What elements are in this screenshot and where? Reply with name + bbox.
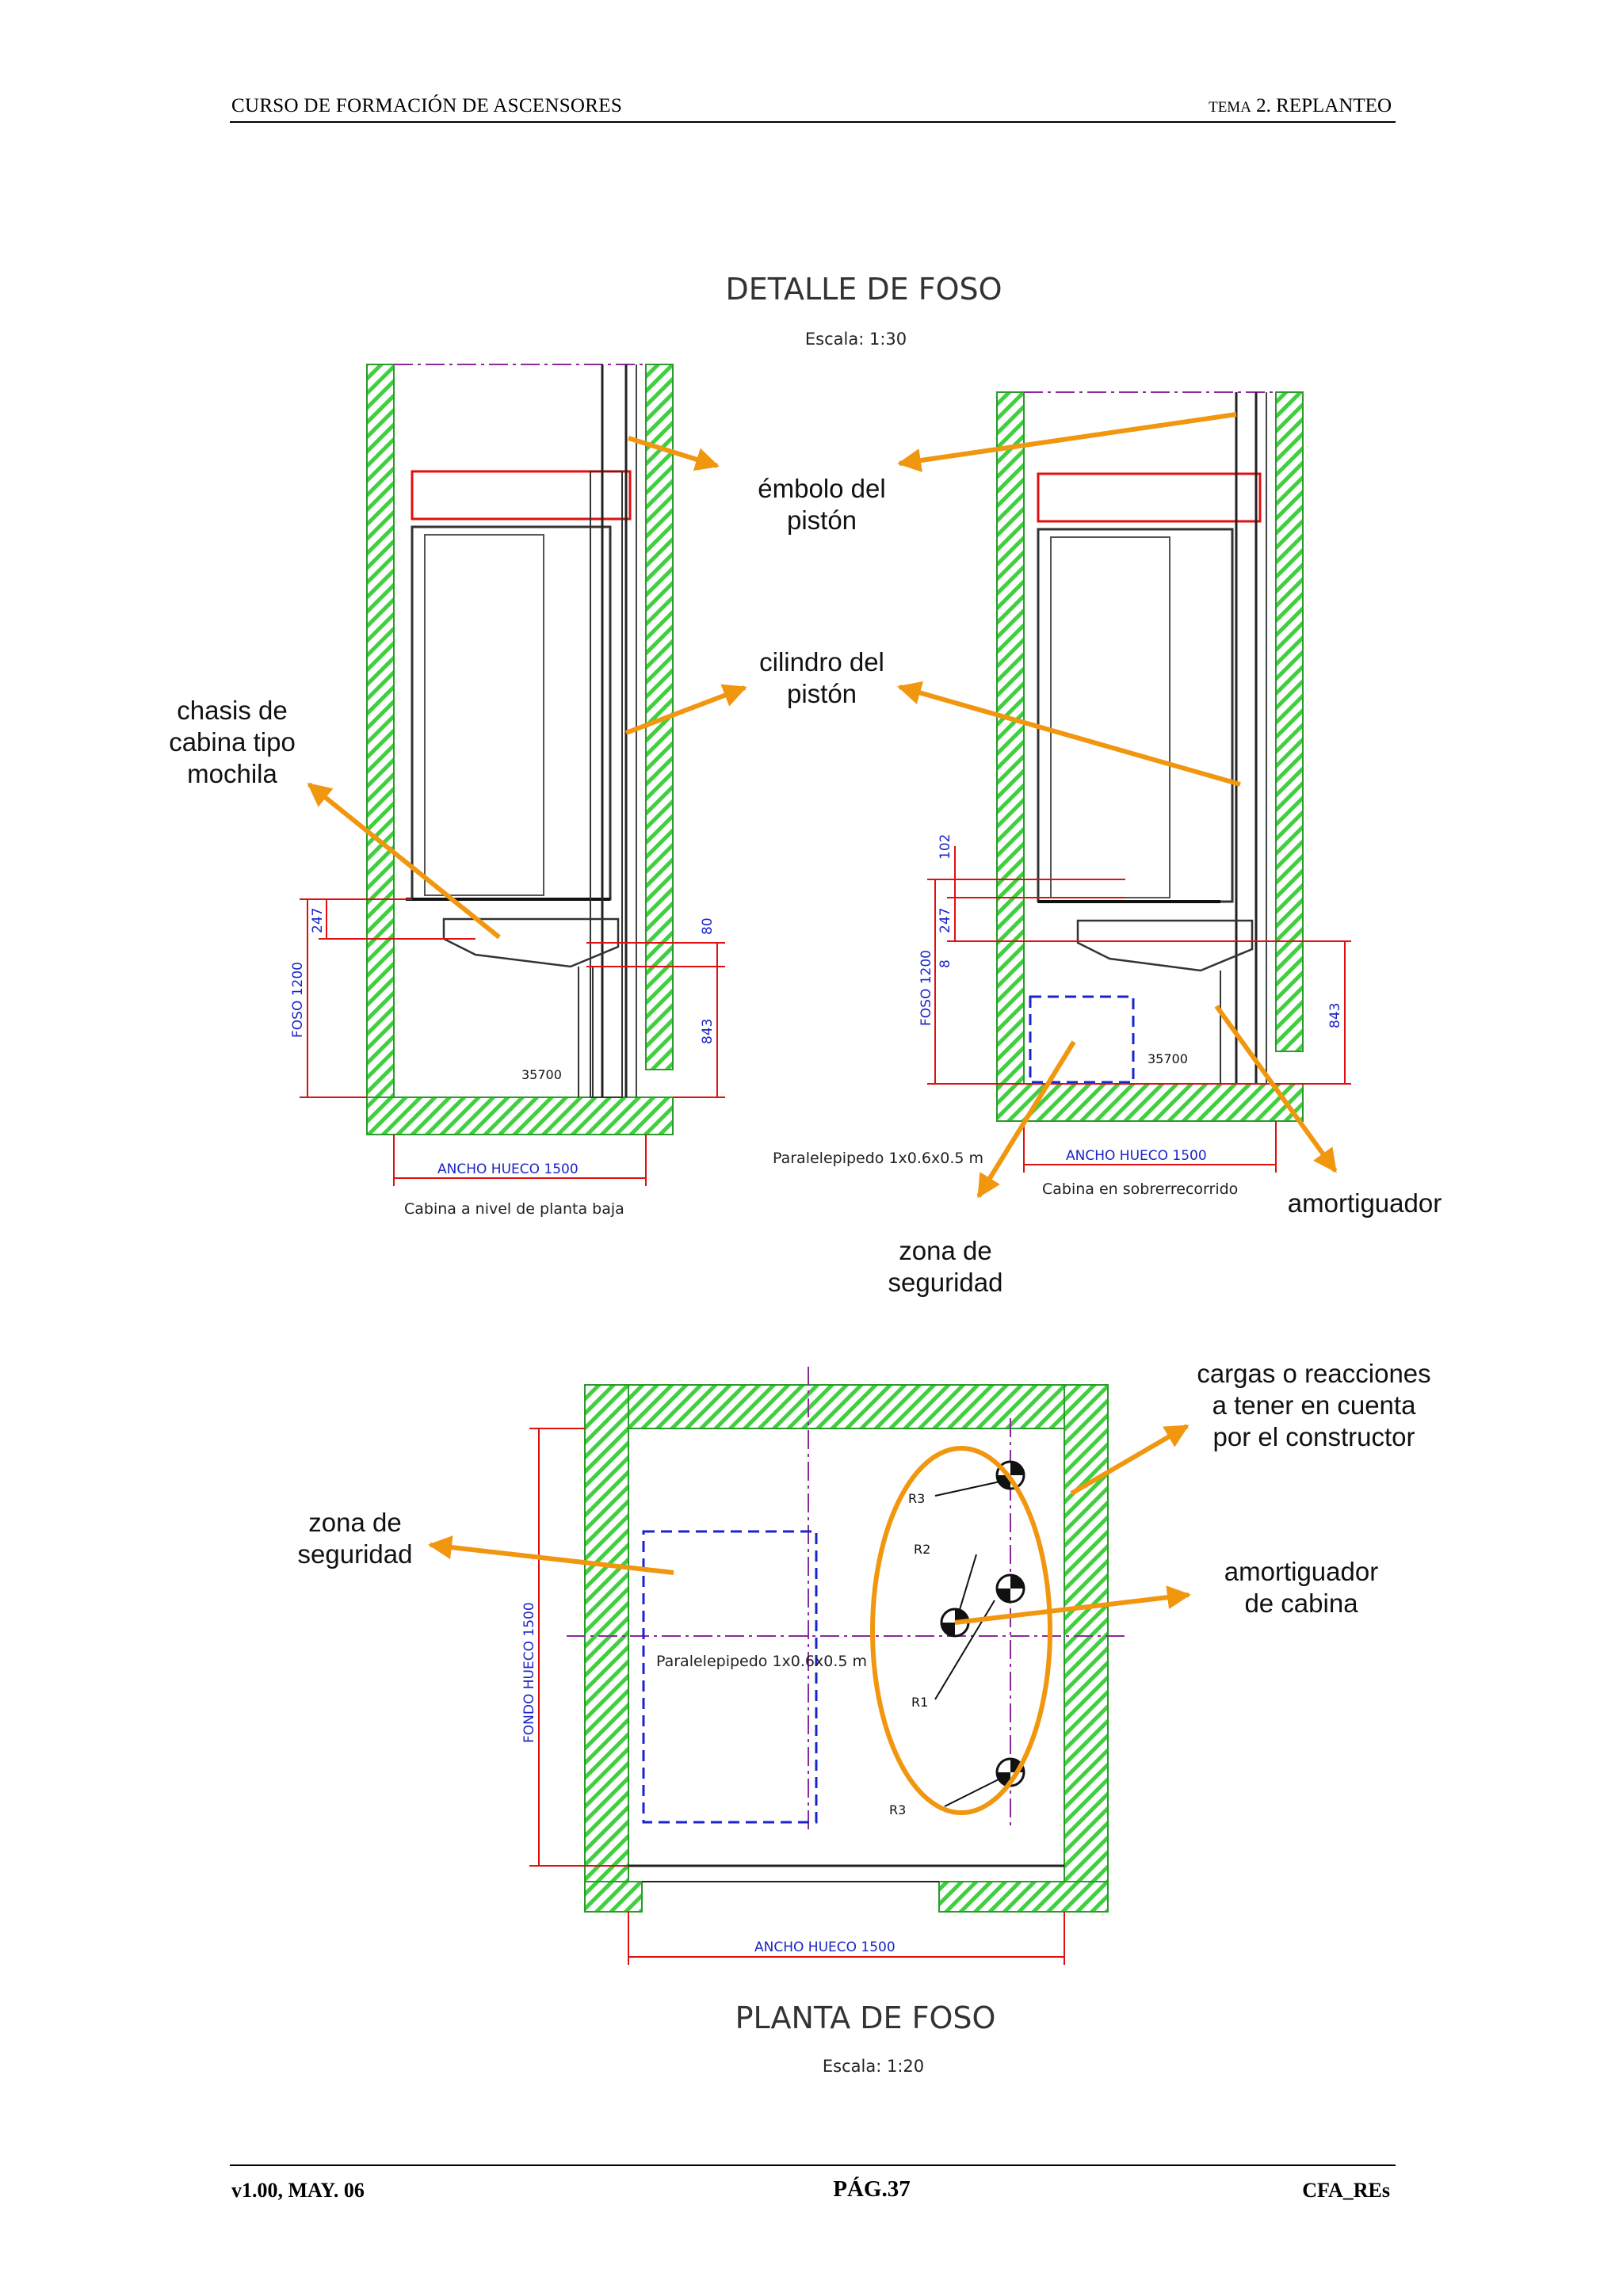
arrow-cilindro-left	[624, 684, 747, 735]
plan-view: Paralelepipedo 1x0.6x0.5 m R3 R2 R1	[521, 1367, 1125, 1965]
right-caption: Cabina en sobrerrecorrido	[1042, 1180, 1238, 1198]
plan-wall-left	[584, 1384, 629, 1913]
plan-wall-right	[1064, 1384, 1109, 1913]
footer-page-number: PÁG.37	[833, 2176, 911, 2202]
leader-r3-top	[934, 1481, 1001, 1497]
arrow-embolo-right	[897, 412, 1237, 472]
right-dim-102-text: 102	[938, 834, 953, 860]
annot-cilindro-line1: cilindro del	[759, 647, 884, 677]
leader-r2	[958, 1554, 977, 1613]
right-car-inner	[1050, 536, 1170, 898]
left-dim-foso-text: FOSO 1200	[290, 962, 306, 1038]
right-chassis-bracket	[1076, 919, 1254, 972]
annot-amort-cabina-line1: amortiguador	[1224, 1557, 1378, 1586]
arrow-zona-top	[976, 1040, 1076, 1199]
right-dim-247-text: 247	[938, 908, 953, 933]
left-car-inner	[424, 534, 544, 896]
arrow-zona-plan	[428, 1535, 674, 1575]
right-code-label: 35700	[1148, 1051, 1188, 1066]
left-dim-ancho-text: ANCHO HUECO 1500	[437, 1161, 579, 1177]
footer-code: CFA_REs	[1302, 2179, 1390, 2202]
reaction-label-r2: R2	[914, 1542, 930, 1557]
detalle-scale: Escala: 1:30	[805, 330, 907, 349]
left-wall-left	[366, 364, 395, 1135]
header-chapter-name: 2. REPLANTEO	[1251, 95, 1392, 116]
annot-amortiguador: amortiguador	[1288, 1188, 1442, 1218]
annot-cilindro-line2: pistón	[787, 679, 857, 708]
right-dim-foso-text: FOSO 1200	[918, 950, 934, 1026]
section-left: FOSO 1200 247 80 843 35700 ANCHO HUECO 1…	[290, 364, 725, 1218]
reaction-label-r3-bottom: R3	[889, 1802, 906, 1817]
right-dim-ancho-text: ANCHO HUECO 1500	[1066, 1148, 1207, 1164]
reaction-symbol-bottom	[995, 1757, 1025, 1787]
annot-cargas-line3: por el constructor	[1213, 1422, 1415, 1451]
arrow-amortiguador	[1214, 1005, 1338, 1173]
right-car-body	[1037, 528, 1234, 903]
right-parallelepiped-label: Paralelepipedo 1x0.6x0.5 m	[773, 1150, 983, 1167]
annot-embolo-line2: pistón	[787, 505, 857, 535]
plan-safety-zone	[642, 1530, 818, 1824]
reactions-ellipse	[870, 1446, 1052, 1815]
right-dim-8-text: 8	[938, 959, 953, 968]
planta-scale: Escala: 1:20	[823, 2057, 924, 2076]
leader-r3-bottom	[944, 1778, 1001, 1807]
arrow-chasis	[307, 782, 501, 940]
left-code-label: 35700	[521, 1067, 562, 1082]
header-chapter: TEMA 2. REPLANTEO	[1209, 95, 1392, 117]
planta-title: PLANTA DE FOSO	[735, 2000, 996, 2035]
annot-chasis-line3: mochila	[187, 759, 277, 788]
annot-zona-top-line2: seguridad	[888, 1268, 1003, 1297]
annot-embolo-line1: émbolo del	[758, 474, 885, 503]
section-right: FOSO 1200 102 247 8 843 35700 ANCHO HUEC…	[773, 391, 1351, 1198]
header-chapter-prefix: TEMA	[1209, 99, 1251, 116]
right-safety-zone	[1029, 995, 1135, 1084]
right-car-top-beam	[1037, 472, 1262, 523]
detalle-title: DETALLE DE FOSO	[725, 272, 1002, 307]
left-dim-80-text: 80	[700, 917, 716, 935]
arrow-amort-cabina	[954, 1585, 1191, 1625]
left-dim-843-text: 843	[700, 1019, 716, 1044]
plan-wall-top	[584, 1384, 1109, 1429]
reaction-label-r1: R1	[911, 1695, 928, 1710]
annot-zona-top-line1: zona de	[899, 1236, 991, 1265]
annotation-arrows	[307, 412, 1338, 1625]
left-car-top-beam	[411, 470, 632, 521]
header-course-title: CURSO DE FORMACIÓN DE ASCENSORES	[231, 95, 623, 116]
buffer-symbol	[940, 1608, 970, 1638]
footer-version: v1.00, MAY. 06	[231, 2179, 365, 2202]
annot-amort-cabina-line2: de cabina	[1244, 1589, 1358, 1618]
right-wall-right	[1275, 391, 1304, 1052]
right-dim-843-text: 843	[1327, 1003, 1343, 1028]
arrow-cargas	[1070, 1424, 1190, 1496]
annot-chasis-line1: chasis de	[177, 696, 287, 725]
left-caption: Cabina a nivel de planta baja	[404, 1200, 624, 1218]
annot-cargas-line2: a tener en cuenta	[1212, 1390, 1417, 1420]
reaction-symbol-mid	[995, 1573, 1025, 1604]
left-car-body	[411, 525, 612, 901]
header-rule	[230, 121, 1396, 123]
left-pit-floor	[366, 1097, 674, 1135]
plan-wall-bottom-left	[584, 1881, 643, 1913]
plan-dim-ancho-text: ANCHO HUECO 1500	[754, 1939, 896, 1955]
annot-cargas-line1: cargas o reacciones	[1197, 1359, 1430, 1388]
annot-zona-plan-line1: zona de	[308, 1508, 401, 1537]
left-dim-247-text: 247	[310, 908, 326, 933]
left-chassis-frame	[590, 471, 623, 1098]
reaction-label-r3-top: R3	[908, 1491, 925, 1506]
plan-dim-fondo-text: FONDO HUECO 1500	[521, 1602, 537, 1743]
plan-wall-bottom-right	[938, 1881, 1109, 1913]
annot-chasis-line2: cabina tipo	[169, 727, 296, 757]
arrow-cilindro-right	[897, 681, 1241, 787]
footer-rule	[230, 2164, 1396, 2166]
plan-parallelepiped-label: Paralelepipedo 1x0.6x0.5 m	[656, 1653, 867, 1670]
arrow-embolo-left	[628, 436, 720, 471]
annot-zona-plan-line2: seguridad	[298, 1539, 413, 1569]
right-wall-left	[996, 391, 1025, 1122]
